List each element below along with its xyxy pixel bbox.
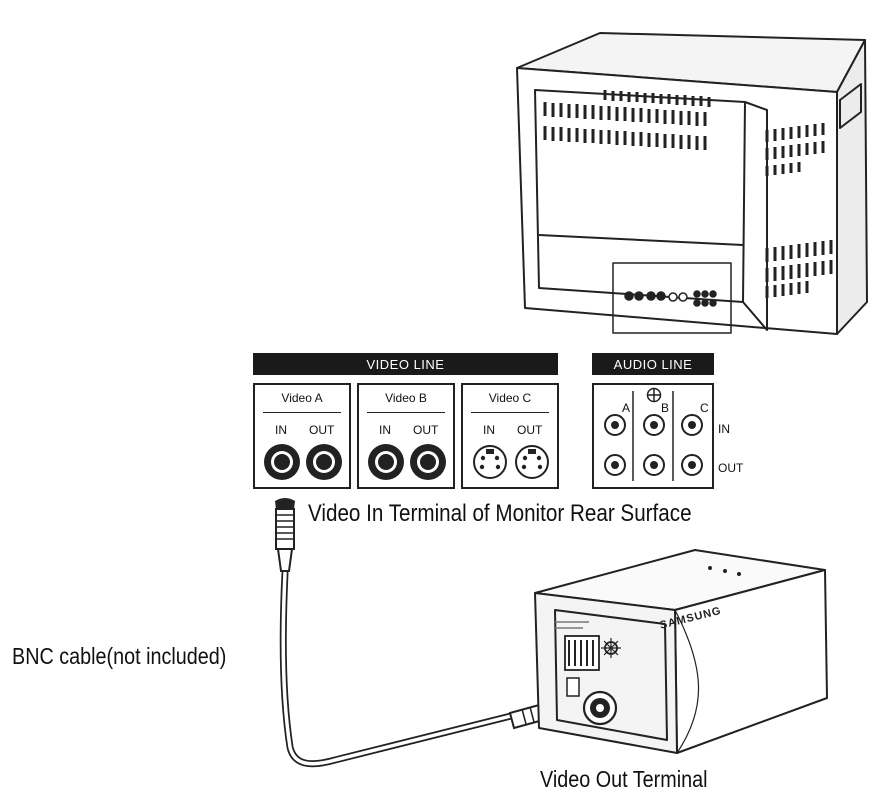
bnc-jack-icon [306, 444, 342, 480]
video-a-in-label: IN [275, 423, 287, 437]
video-line-header: VIDEO LINE [253, 353, 558, 375]
video-a-out-label: OUT [309, 423, 335, 437]
camera-terminal-caption: Video Out Terminal [540, 766, 708, 792]
audio-dividers [632, 391, 674, 481]
bnc-jack-icon [410, 444, 446, 480]
audio-channel-a-label: A [622, 401, 631, 415]
bnc-jack-icon [264, 444, 300, 480]
bnc-jack-icon [368, 444, 404, 480]
audio-channel-b-label: B [661, 401, 670, 415]
rca-jack-icon [643, 414, 665, 436]
audio-line-panel: A B C [592, 383, 714, 489]
rca-jack-icon [643, 454, 665, 476]
svideo-jack-icon [473, 445, 507, 479]
video-c-out-label: OUT [517, 423, 543, 437]
audio-line-header: AUDIO LINE [592, 353, 714, 375]
video-b-in-label: IN [379, 423, 391, 437]
cable-caption: BNC cable(not included) [12, 643, 227, 669]
monitor-icon [516, 32, 868, 335]
rca-jack-icon [604, 414, 626, 436]
video-a-panel: Video A IN OUT [253, 383, 351, 489]
divider [263, 412, 341, 413]
video-a-title: Video A [281, 391, 323, 405]
divider [367, 412, 445, 413]
rca-jack-icon [681, 414, 703, 436]
video-c-in-label: IN [483, 423, 495, 437]
video-b-out-label: OUT [413, 423, 439, 437]
video-c-title: Video C [488, 391, 532, 405]
ground-icon [646, 387, 662, 403]
video-c-panel: Video C IN OUT [461, 383, 559, 489]
video-b-title: Video B [385, 391, 427, 405]
camera-icon [534, 549, 828, 754]
rca-jack-icon [604, 454, 626, 476]
svideo-jack-icon [515, 445, 549, 479]
rca-jack-icon [681, 454, 703, 476]
audio-channel-c-label: C [700, 401, 709, 415]
monitor-terminal-caption: Video In Terminal of Monitor Rear Surfac… [308, 500, 692, 527]
audio-in-label: IN [718, 422, 730, 436]
divider [471, 412, 549, 413]
video-b-panel: Video B IN OUT [357, 383, 455, 489]
bnc-plug-icon [275, 498, 295, 572]
audio-out-label: OUT [718, 461, 744, 475]
